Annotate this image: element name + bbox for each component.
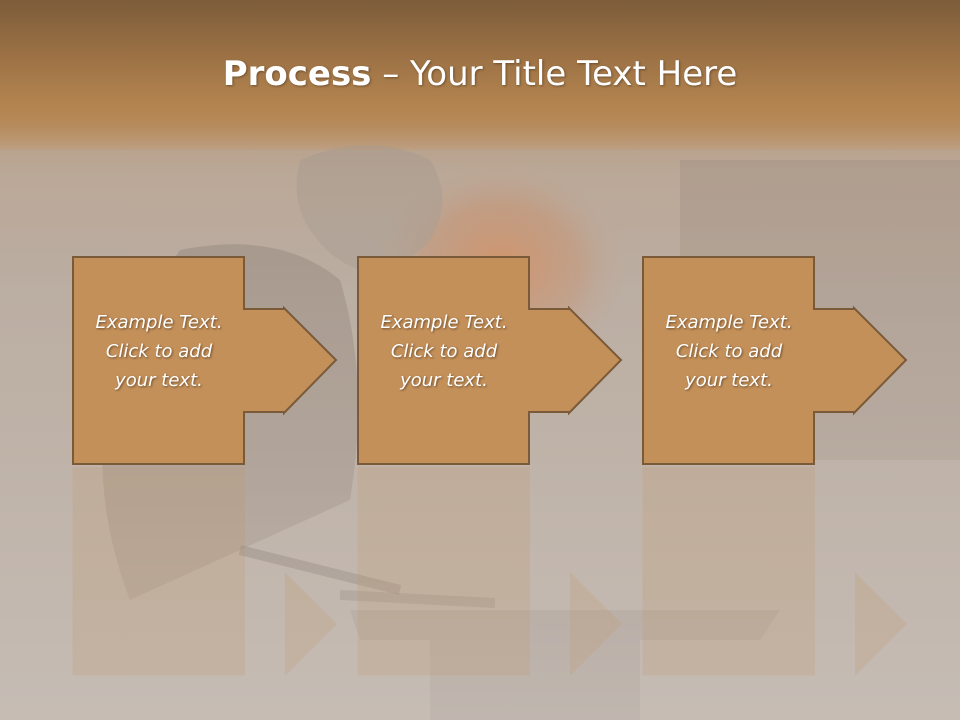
process-step-2[interactable]: Example Text. Click to add your text. bbox=[357, 256, 627, 676]
process-step-3[interactable]: Example Text. Click to add your text. bbox=[642, 256, 912, 676]
title-band bbox=[0, 0, 960, 150]
slide-title[interactable]: Process – Your Title Text Here bbox=[0, 54, 960, 94]
step-2-arrow-shape bbox=[357, 256, 623, 676]
process-step-1[interactable]: Example Text. Click to add your text. bbox=[72, 256, 342, 676]
title-rest-part: – Your Title Text Here bbox=[371, 54, 738, 94]
step-1-arrow-shape bbox=[72, 256, 338, 676]
step-3-text[interactable]: Example Text. Click to add your text. bbox=[665, 312, 793, 391]
step-2-text[interactable]: Example Text. Click to add your text. bbox=[380, 312, 508, 391]
title-bold-part: Process bbox=[222, 54, 372, 94]
step-3-arrow-shape bbox=[642, 256, 908, 676]
step-1-text[interactable]: Example Text. Click to add your text. bbox=[95, 312, 223, 391]
